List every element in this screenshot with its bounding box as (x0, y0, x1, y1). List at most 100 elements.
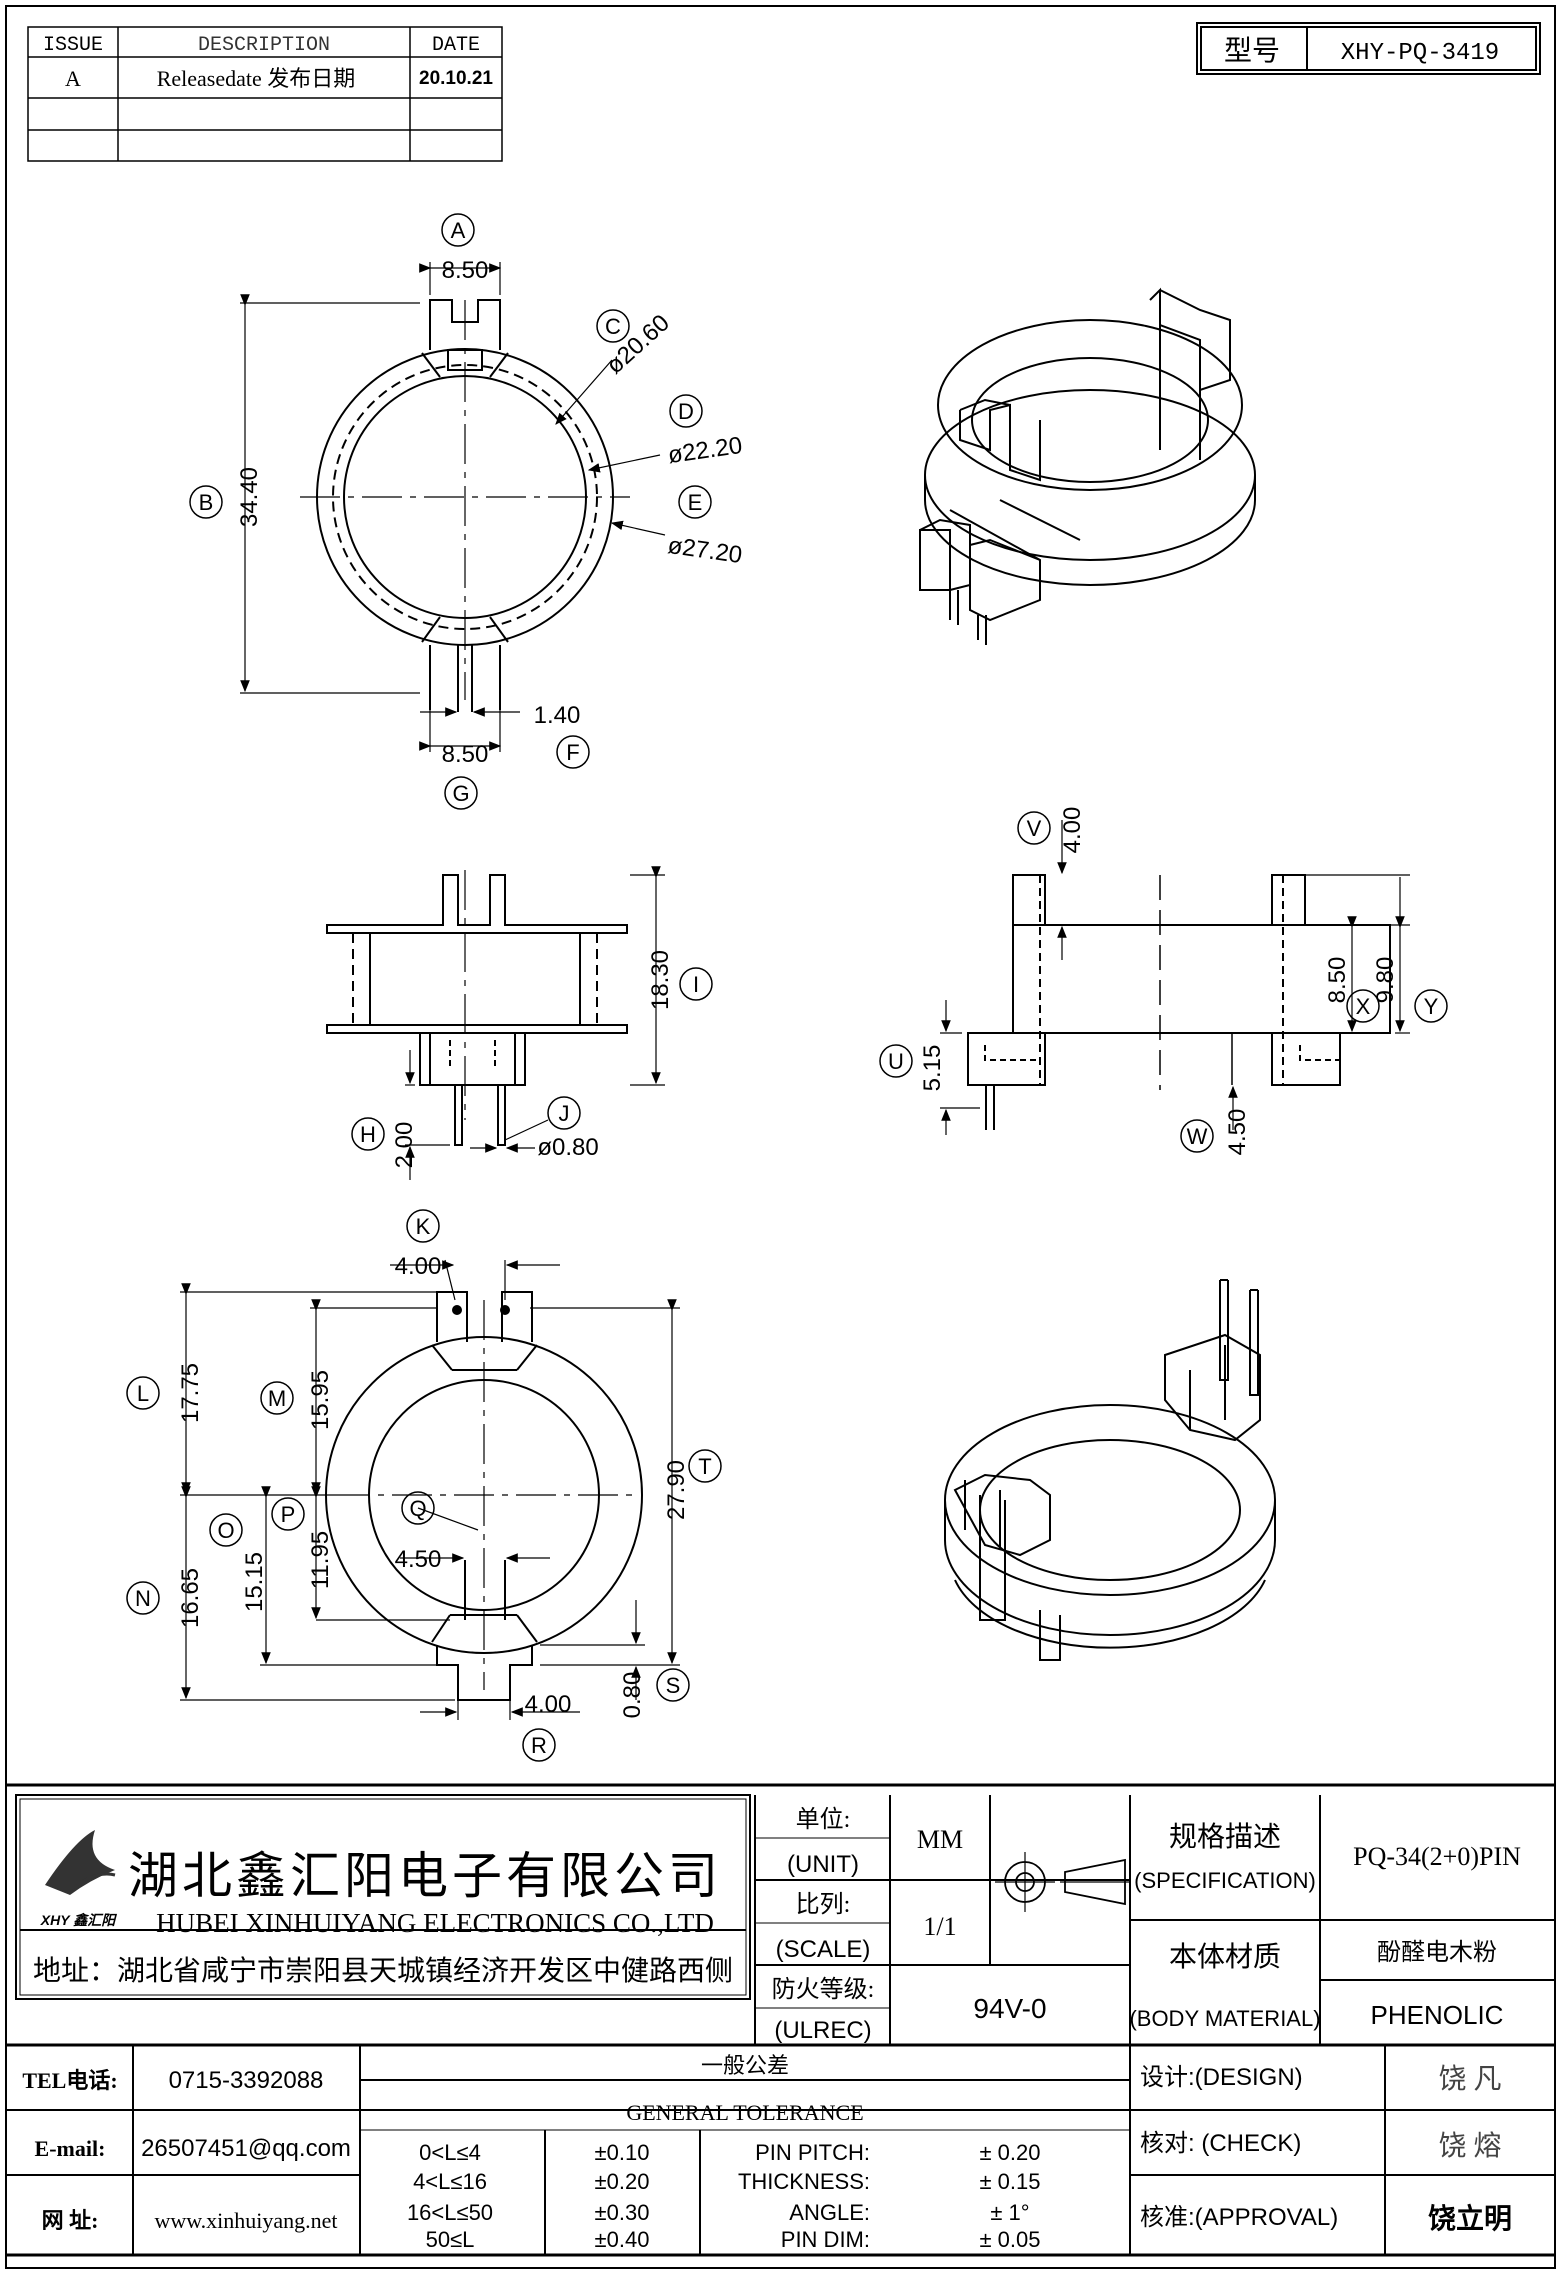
revision-table (27, 26, 503, 162)
rev-row-issue: A (65, 66, 81, 91)
dim-dia-e: ø27.20 (666, 532, 744, 569)
label-t: T (698, 1454, 711, 1479)
dim-n: 16.65 (177, 1568, 204, 1628)
side-view (326, 866, 665, 1180)
label-i: I (693, 972, 699, 997)
dim-pin-len: 2.00 (391, 1122, 418, 1169)
tol-range-0: 0<L≤4 (419, 2140, 481, 2165)
tol-item-3: PIN DIM: (781, 2227, 870, 2252)
logo-text: XHY 鑫汇阳 (40, 1912, 117, 1928)
email-label: E-mail: (35, 2136, 106, 2161)
tel-label: TEL电话: (22, 2068, 117, 2093)
bottom-view (180, 1259, 680, 1720)
dim-slot: 1.40 (534, 702, 581, 729)
tol-item-1: THICKNESS: (738, 2169, 870, 2194)
rev-header-issue: ISSUE (43, 34, 103, 57)
label-w: W (1187, 1124, 1208, 1149)
company-name-cn: 湖北鑫汇阳电子有限公司 (128, 1848, 722, 1904)
label-k: K (416, 1214, 431, 1239)
material-label-en: (BODY MATERIAL) (1129, 2006, 1320, 2031)
section-view (940, 820, 1410, 1135)
label-n: N (135, 1586, 151, 1611)
email-value: 26507451@qq.com (141, 2135, 351, 2162)
scale-label-cn: 比列: (796, 1891, 851, 1918)
dim-side-height: 18.30 (647, 950, 674, 1010)
dim-v: 4.00 (1059, 807, 1086, 854)
tol-value-1: ±0.20 (595, 2169, 650, 2194)
iso-view-bottom (944, 1279, 1276, 1661)
unit-label-cn: 单位: (796, 1806, 851, 1833)
check-name: 饶 熔 (1438, 2130, 1501, 2162)
dim-t: 27.90 (663, 1460, 690, 1520)
fire-label-cn: 防火等级: (772, 1976, 875, 2003)
dim-w: 4.50 (1224, 1109, 1251, 1156)
tol-item-value-0: ± 0.20 (979, 2140, 1040, 2165)
dim-q: 4.50 (395, 1546, 442, 1573)
label-f: F (566, 740, 579, 765)
rev-header-description: DESCRIPTION (198, 34, 330, 57)
sheet-border (5, 5, 1556, 2269)
spec-label-en: (SPECIFICATION) (1134, 1868, 1316, 1893)
tol-item-2: ANGLE: (789, 2200, 870, 2225)
dim-height: 34.40 (236, 467, 263, 527)
tol-range-3: 50≤L (426, 2227, 475, 2252)
label-c: C (605, 314, 621, 339)
label-v: V (1027, 816, 1042, 841)
dim-s: 0.80 (619, 1672, 646, 1719)
dim-x: 8.50 (1324, 957, 1351, 1004)
dim-top-width: 8.50 (442, 257, 489, 284)
material-value-cn: 酚醛电木粉 (1377, 1939, 1497, 1966)
label-r: R (531, 1733, 547, 1758)
rev-header-date: DATE (432, 34, 480, 57)
dim-dia-d: ø22.20 (666, 432, 744, 469)
scale-label-en: (SCALE) (776, 1936, 871, 1963)
tol-item-0: PIN PITCH: (755, 2140, 870, 2165)
projection-symbol (995, 1852, 1130, 1912)
label-h: H (360, 1122, 376, 1147)
tol-item-value-2: ± 1° (990, 2200, 1029, 2225)
company-logo: XHY 鑫汇阳 (40, 1830, 117, 1928)
rev-row-description: Releasedate 发布日期 (157, 66, 356, 91)
fire-label-en: (ULREC) (774, 2017, 871, 2044)
tol-range-1: 4<L≤16 (413, 2169, 487, 2194)
dim-l: 17.75 (177, 1363, 204, 1423)
tel-value: 0715-3392088 (169, 2067, 324, 2094)
dim-o: 15.15 (241, 1552, 268, 1612)
tol-range-2: 16<L≤50 (407, 2200, 493, 2225)
top-view-labels (189, 213, 712, 810)
section-view-labels (879, 811, 1448, 1153)
label-j: J (559, 1101, 570, 1126)
design-name: 饶 凡 (1438, 2063, 1501, 2095)
tol-value-2: ±0.30 (595, 2200, 650, 2225)
company-name-en: HUBEI XINHUIYANG ELECTRONICS CO.,LTD (156, 1908, 714, 1938)
scale-value: 1/1 (923, 1912, 956, 1941)
approval-name: 饶立明 (1428, 2202, 1512, 2235)
dim-r: 4.00 (525, 1691, 572, 1718)
dim-y: 9.80 (1372, 957, 1399, 1004)
approval-label: 核准:(APPROVAL) (1140, 2204, 1338, 2231)
label-a: A (451, 218, 466, 243)
check-label: 核对: (CHECK) (1140, 2130, 1301, 2157)
tol-item-value-3: ± 0.05 (979, 2227, 1040, 2252)
model-label: 型号 (1224, 35, 1280, 67)
dim-p: 11.95 (307, 1531, 334, 1589)
label-p: P (281, 1502, 296, 1527)
unit-label-en: (UNIT) (787, 1851, 859, 1878)
label-y: Y (1424, 994, 1439, 1019)
label-e: E (688, 490, 703, 515)
material-value-en: PHENOLIC (1371, 2000, 1504, 2030)
model-value: XHY-PQ-3419 (1341, 40, 1499, 67)
label-l: L (137, 1381, 149, 1406)
fire-value: 94V-0 (973, 1993, 1046, 2024)
dim-u: 5.15 (919, 1045, 946, 1092)
label-o: O (217, 1518, 234, 1543)
label-s: S (666, 1673, 681, 1698)
model-box (1196, 22, 1541, 75)
dim-bottom-width: 8.50 (442, 741, 489, 768)
web-value: www.xinhuiyang.net (154, 2208, 337, 2233)
company-address: 地址：湖北省咸宁市崇阳县天城镇经济开发区中健路西侧 (33, 1955, 733, 1987)
tol-value-0: ±0.10 (595, 2140, 650, 2165)
label-q: Q (409, 1496, 426, 1521)
tolerance-title-en: GENERAL TOLERANCE (626, 2100, 863, 2125)
